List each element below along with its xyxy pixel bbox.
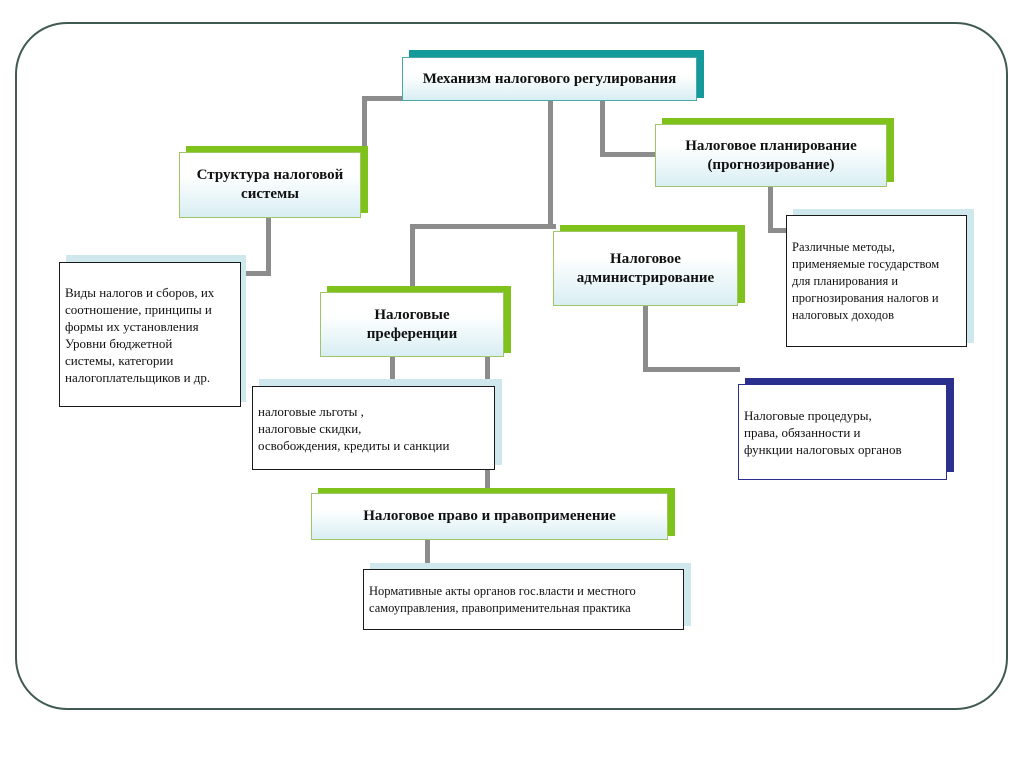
administration-detail-line: Налоговые процедуры, (744, 407, 872, 423)
connector-line (485, 355, 490, 385)
planning-detail-line: налоговых доходов (792, 307, 895, 322)
preferences-detail-line: налоговые льготы , (258, 403, 364, 419)
connector-line (548, 101, 553, 228)
preferences-detail-line: налоговые скидки, (258, 420, 362, 436)
connector-line (390, 355, 395, 385)
connector-line (768, 186, 773, 233)
structure-detail-line: Уровни бюджетной (65, 335, 173, 351)
structure-details: Виды налогов и сборов, их соотношение, п… (59, 262, 241, 407)
title-box: Механизм налогового регулирования (402, 57, 697, 101)
connector-line (362, 96, 407, 101)
planning-detail-line: применяемые государством (792, 256, 940, 271)
administration-detail-line: функции налоговых органов (744, 441, 902, 457)
administration-box: Налоговое администрирование (553, 231, 738, 306)
administration-detail-line: права, обязанности и (744, 424, 861, 440)
connector-line (600, 152, 657, 157)
law-box: Налоговое право и правоприменение (311, 493, 668, 540)
law-detail-line: Нормативные акты органов гос.власти и ме… (369, 583, 636, 598)
connector-line (410, 224, 415, 294)
law-label: Налоговое право и правоприменение (363, 508, 616, 524)
connector-line (600, 101, 605, 157)
planning-detail-line: прогнозирования налогов и (792, 290, 939, 305)
structure-detail-line: налогоплательщиков и др. (65, 369, 211, 385)
planning-label: Налоговое планирование (прогнозирование) (685, 137, 857, 173)
structure-detail-line: соотношение, принципы и (65, 301, 212, 317)
structure-detail-line: системы, категории (65, 352, 174, 368)
structure-box: Структура налоговой системы (179, 152, 361, 218)
planning-detail-line: Различные методы, (792, 239, 895, 254)
connector-line (768, 228, 788, 233)
title-text: Механизм налогового регулирования (422, 70, 677, 87)
structure-detail-line: Виды налогов и сборов, их (65, 284, 215, 300)
preferences-box: Налоговые преференции (320, 292, 504, 357)
connector-line (244, 271, 271, 276)
connector-line (410, 224, 556, 229)
structure-label: Структура налоговой системы (196, 167, 344, 202)
connector-line (362, 96, 367, 154)
administration-label: Налоговое администрирование (576, 250, 715, 286)
connector-line (425, 538, 430, 566)
connector-line (643, 367, 740, 372)
law-details: Нормативные акты органов гос.власти и ме… (363, 569, 684, 630)
planning-detail-line: для планирования и (792, 273, 899, 288)
connector-line (266, 217, 271, 275)
preferences-details: налоговые льготы , налоговые скидки, осв… (252, 386, 495, 470)
law-detail-line: самоуправления, правоприменительная прак… (369, 600, 631, 615)
preferences-detail-line: освобождения, кредиты и санкции (258, 437, 450, 453)
administration-details: Налоговые процедуры, права, обязанности … (738, 384, 947, 480)
preferences-label: Налоговые преференции (366, 306, 458, 342)
planning-details: Различные методы, применяемые государств… (786, 215, 967, 347)
planning-box: Налоговое планирование (прогнозирование) (655, 124, 887, 187)
structure-detail-line: формы их установления (65, 318, 199, 334)
connector-line (485, 470, 490, 495)
connector-line (643, 305, 648, 372)
